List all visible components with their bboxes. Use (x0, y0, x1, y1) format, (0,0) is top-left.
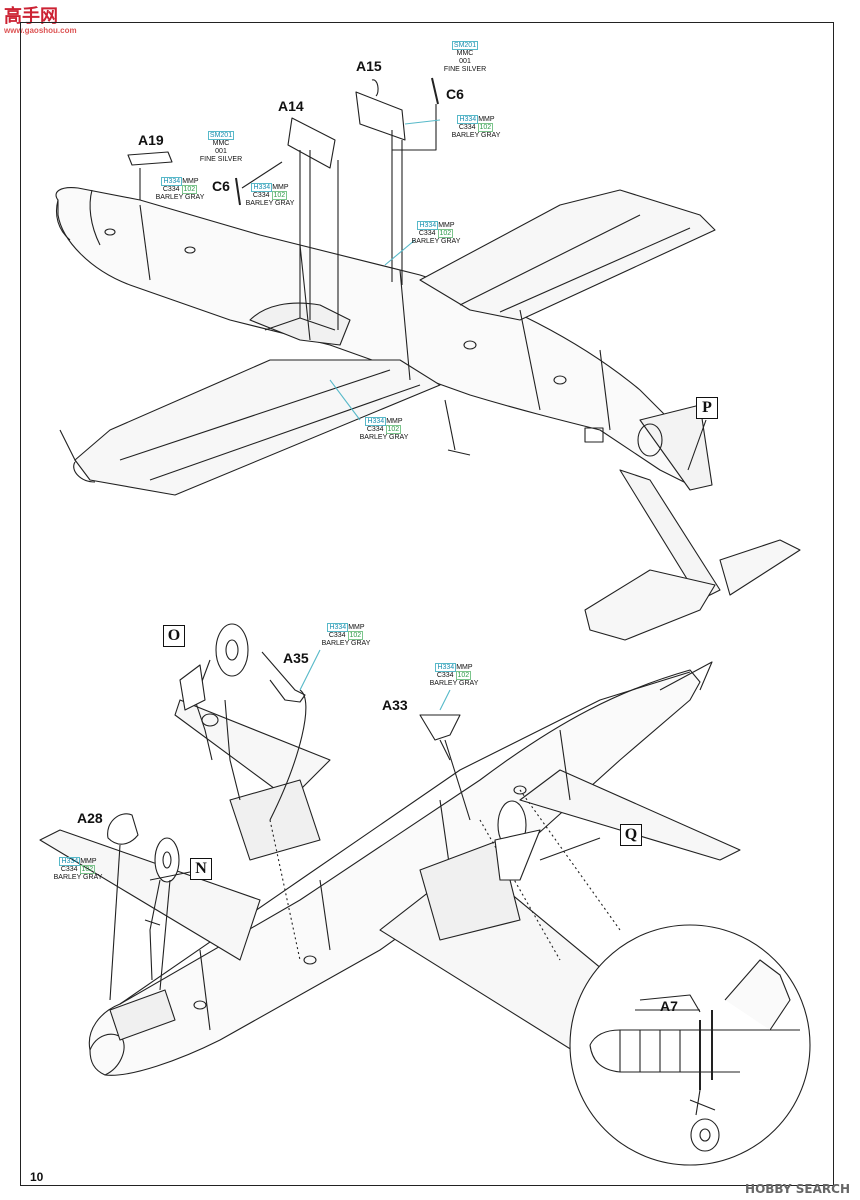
part-label-a19: A19 (138, 132, 164, 148)
callout-o: O (163, 625, 185, 647)
top-aircraft-drawing (55, 77, 801, 641)
callout-p: P (696, 397, 718, 419)
bottom-aircraft-drawing (39, 623, 741, 1081)
part-label-a15: A15 (356, 58, 382, 74)
part-label-a28: A28 (77, 810, 103, 826)
part-label-c6-top: C6 (446, 86, 464, 102)
watermark-logo: 高手网 www.gaoshou.com (4, 2, 77, 35)
watermark-url: www.gaoshou.com (4, 26, 77, 35)
part-label-a33: A33 (382, 697, 408, 713)
paint-callout-silver-left: SM201 MMC 001 FINE SILVER (199, 131, 243, 163)
callout-q: Q (620, 824, 642, 846)
part-label-a35: A35 (283, 650, 309, 666)
part-label-a7: A7 (660, 998, 678, 1014)
watermark-main: 高手网 (4, 6, 58, 27)
callout-n: N (190, 858, 212, 880)
page-number: 10 (30, 1170, 44, 1184)
watermark-bottom: HOBBY SEARCH (745, 1182, 850, 1196)
part-label-a14: A14 (278, 98, 304, 114)
page-frame (20, 22, 834, 1186)
part-label-c6-left: C6 (212, 178, 230, 194)
paint-callout-silver-top: SM201 MMC 001 FINE SILVER (443, 41, 487, 73)
detail-inset-a7 (569, 924, 811, 1166)
